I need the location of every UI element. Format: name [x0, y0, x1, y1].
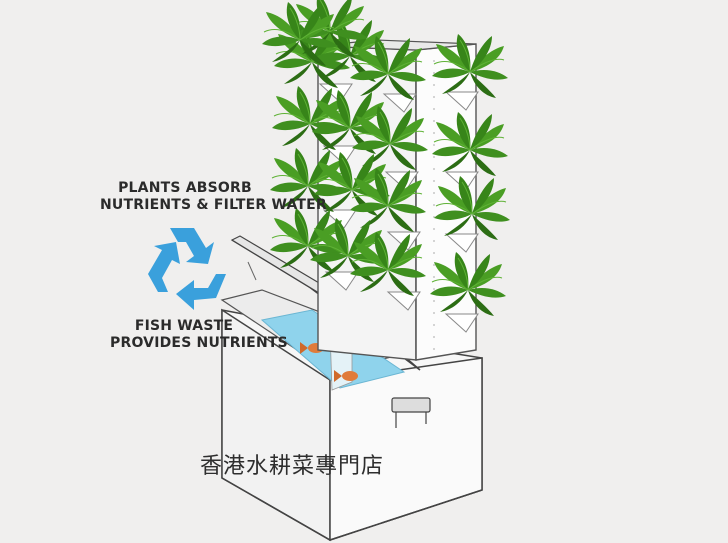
- plants-absorb-caption: PLANTS ABSORB NUTRIENTS & FILTER WATER: [100, 180, 327, 214]
- fish-waste-caption: FISH WASTE PROVIDES NUTRIENTS: [110, 318, 288, 352]
- plants-caption-line1: PLANTS ABSORB: [118, 180, 252, 196]
- recycle-arrows-icon: [148, 228, 226, 310]
- box-handle: [391, 397, 431, 428]
- fish-caption-line1: FISH WASTE: [134, 318, 234, 334]
- fish-caption-line2: PROVIDES NUTRIENTS: [110, 335, 288, 351]
- plants-caption-line2: NUTRIENTS & FILTER WATER: [100, 197, 327, 213]
- store-watermark: 香港水耕菜專門店: [200, 454, 385, 479]
